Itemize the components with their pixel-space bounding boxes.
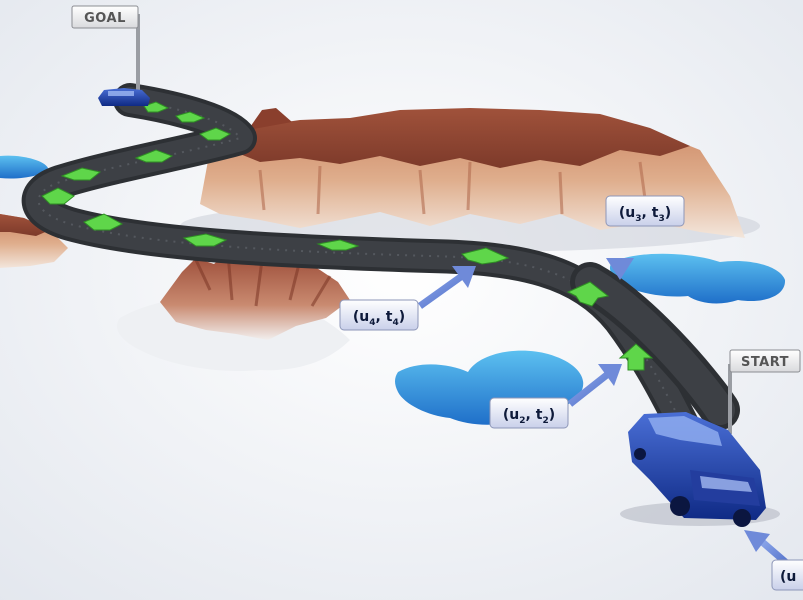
green-arrow <box>134 149 174 163</box>
green-arrow <box>60 167 102 181</box>
green-arrow <box>198 127 232 141</box>
goal-flag-text: GOAL <box>84 11 126 26</box>
green-arrow <box>41 187 75 205</box>
start-flag-text: START <box>741 355 789 370</box>
lake-right <box>609 253 786 304</box>
svg-text:(u2, t2): (u2, t2) <box>503 407 555 426</box>
start-flag <box>729 349 801 373</box>
label-u4-t4: (u4, t4) <box>339 266 476 331</box>
start-marker: START <box>728 349 801 434</box>
direction-arrows <box>41 101 654 371</box>
road <box>21 83 740 457</box>
lake-left <box>0 155 48 179</box>
rocky-mountain <box>116 252 350 372</box>
mesa-peak <box>248 108 292 130</box>
green-arrow <box>461 247 510 265</box>
green-arrow <box>566 281 610 307</box>
start-car-icon <box>620 412 780 527</box>
green-arrow <box>618 343 654 371</box>
mesa-top <box>220 108 690 168</box>
label-u1-partial: (u <box>744 530 803 591</box>
svg-text:(u3, t3): (u3, t3) <box>619 205 671 224</box>
goal-marker: GOAL <box>71 5 150 106</box>
green-arrow <box>83 213 124 231</box>
goal-car-icon <box>98 88 150 106</box>
label-u3-t3: (u3, t3) <box>605 195 685 280</box>
green-arrow <box>316 239 360 251</box>
goal-flag <box>71 5 139 29</box>
svg-text:(u: (u <box>780 569 796 585</box>
svg-text:(u4, t4): (u4, t4) <box>353 309 405 328</box>
green-arrow <box>175 111 206 123</box>
label-u2-t2: (u2, t2) <box>489 364 622 429</box>
green-arrow <box>182 233 228 247</box>
green-arrow <box>143 101 170 113</box>
